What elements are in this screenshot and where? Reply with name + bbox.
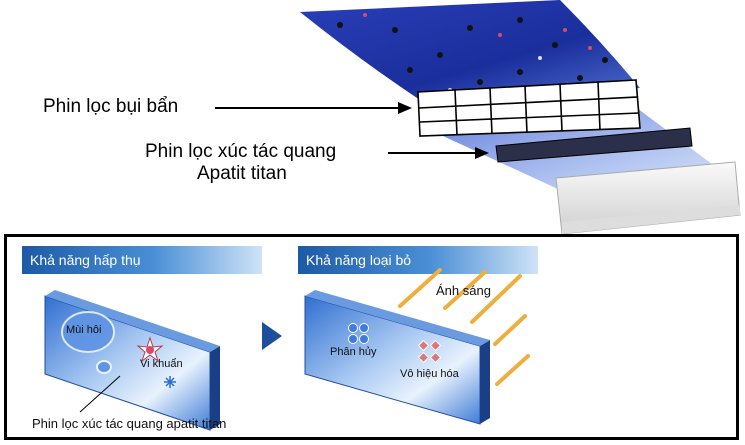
decompose-icon — [348, 323, 369, 344]
caption-leader-line — [79, 375, 121, 413]
dust-filter — [417, 79, 641, 137]
catalyst-caption: Phin lọc xúc tác quang apatit titan — [32, 416, 227, 431]
small-odor-bubble — [96, 360, 112, 374]
dirty-air-flow — [300, 0, 640, 100]
odor-label: Mùi hôi — [66, 324, 102, 336]
absorption-plate — [44, 290, 220, 431]
removal-header: Khả năng loại bỏ — [298, 246, 538, 274]
neutralize-label: Vô hiệu hóa — [400, 368, 459, 380]
catalyst-filter-sublabel: Apatit titan — [197, 163, 287, 184]
bacteria-icon — [136, 336, 164, 363]
light-rays — [398, 268, 530, 386]
decompose-label: Phân hủy — [330, 346, 377, 358]
next-arrow-icon — [262, 322, 282, 350]
titanium-apatite-filter — [495, 127, 693, 163]
arrow-catalyst-filter — [388, 147, 489, 159]
light-label: Ánh sáng — [436, 283, 491, 298]
bacteria-label: Vi khuẩn — [140, 358, 183, 370]
air-conditioner — [555, 161, 741, 235]
filter-illustrations — [44, 268, 530, 431]
dust-filter-label: Phin lọc bụi bẩn — [43, 96, 179, 117]
airflow-illustration — [215, 0, 741, 235]
absorption-header: Khả năng hấp thụ — [22, 246, 262, 274]
odor-bubble — [61, 311, 115, 353]
arrow-dust-filter — [215, 102, 412, 114]
neutralize-icon — [417, 339, 442, 364]
small-bacteria-icon — [164, 376, 176, 388]
dust-particles — [337, 13, 608, 92]
catalyst-filter-label: Phin lọc xúc tác quang — [145, 141, 337, 162]
